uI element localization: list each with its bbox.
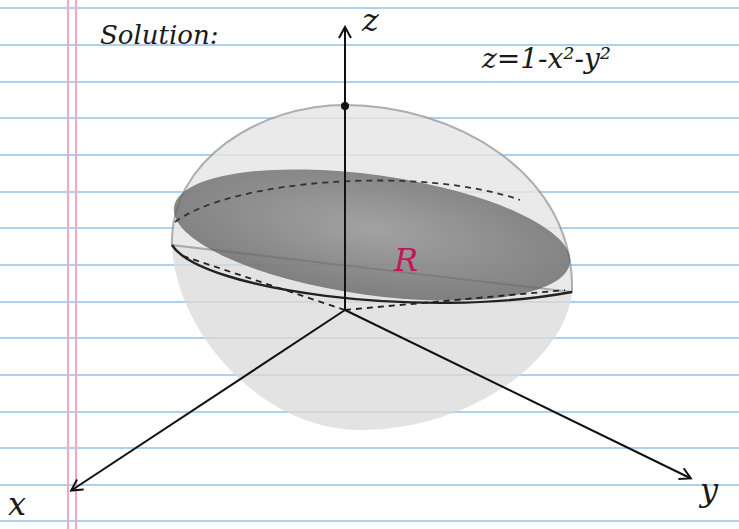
region-label: R	[394, 244, 418, 276]
equation-label: z=1-x²-y²	[482, 45, 611, 73]
y-axis	[345, 310, 690, 478]
radius-dash	[345, 290, 565, 310]
axis-label: x	[8, 488, 26, 520]
x-axis	[72, 310, 345, 490]
ruled-lines	[0, 8, 739, 521]
z-axis	[344, 28, 346, 310]
margin-lines	[68, 0, 76, 529]
back-rim	[175, 180, 520, 222]
axis-label: y	[700, 474, 718, 506]
heading-label: Solution:	[100, 22, 218, 48]
radius-dash	[180, 255, 345, 310]
axis-label: z	[362, 4, 379, 36]
vertex-dot	[341, 102, 349, 110]
region-disk	[166, 148, 579, 323]
